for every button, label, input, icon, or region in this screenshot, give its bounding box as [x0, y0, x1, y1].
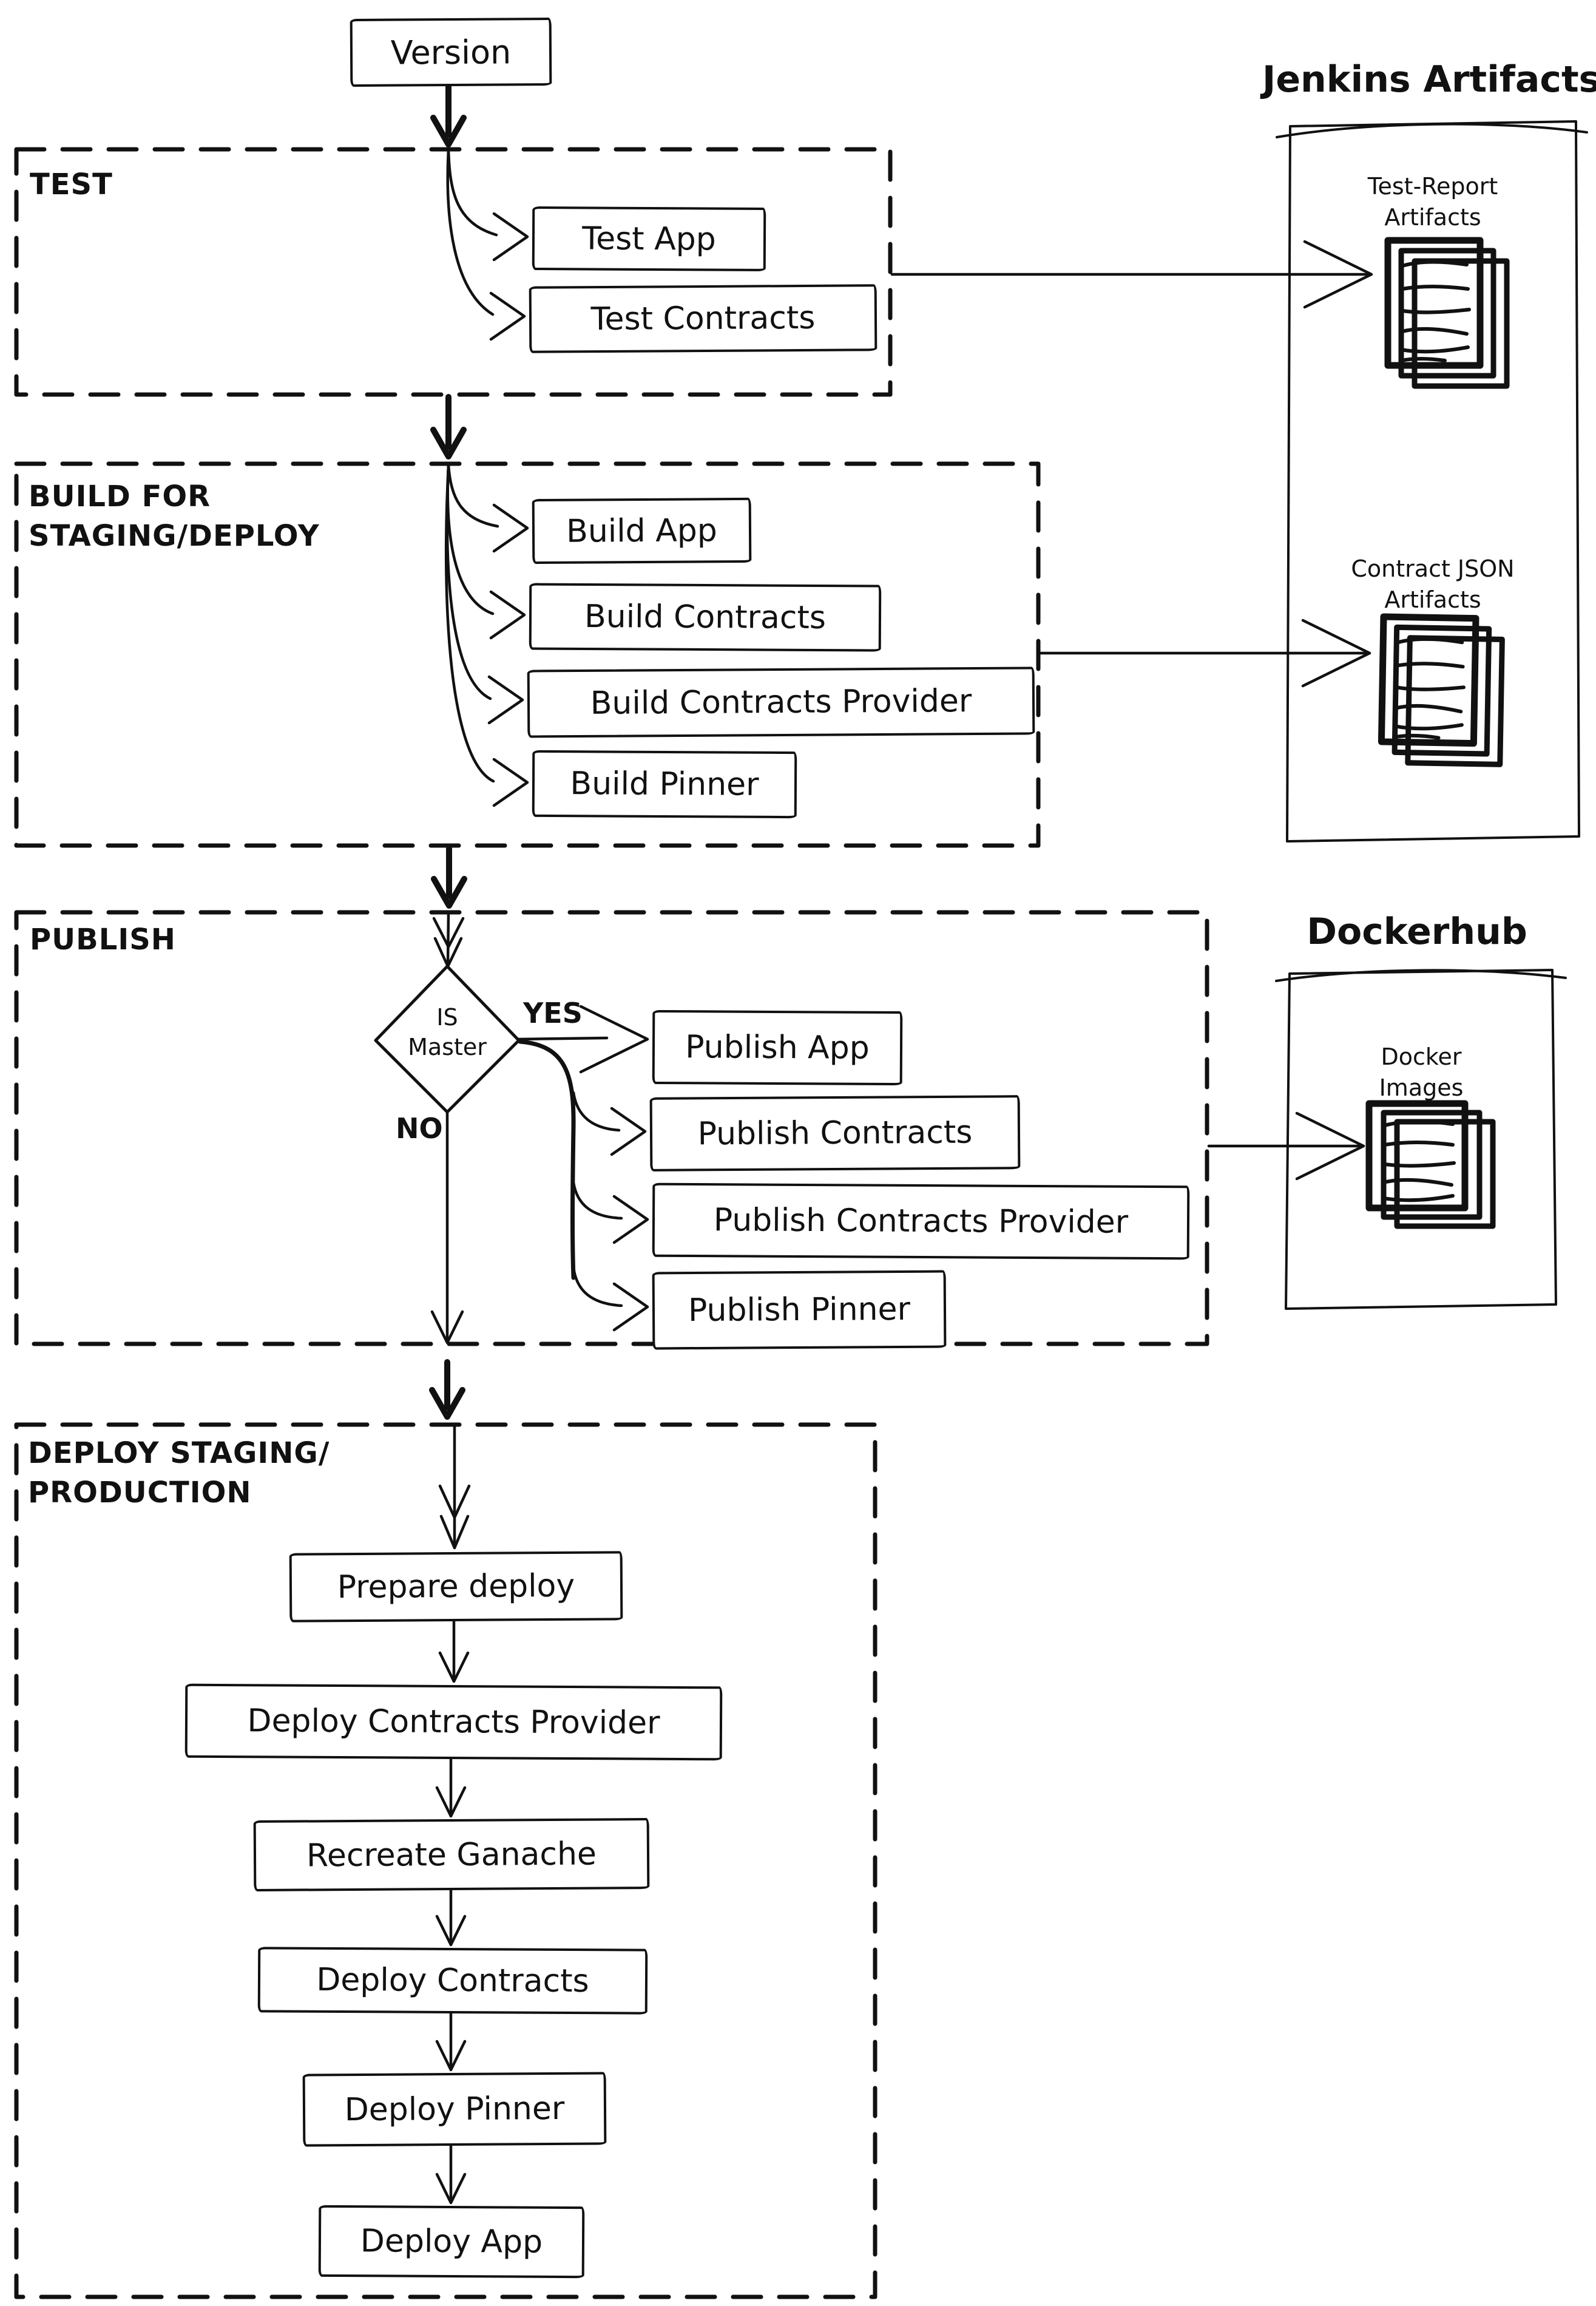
- contract-json-artifacts-label: Contract JSON Artifacts: [1311, 554, 1554, 616]
- step-publish-pinner: Publish Pinner: [652, 1270, 947, 1350]
- decision-line1: IS: [436, 1004, 458, 1031]
- docker-images-line2: Images: [1379, 1074, 1464, 1102]
- version-node: Version: [350, 17, 552, 87]
- step-build-app: Build App: [532, 497, 752, 565]
- dockerhub-title: Dockerhub: [1307, 911, 1527, 953]
- stage-label-deploy: DEPLOY STAGING/ PRODUCTION: [28, 1434, 330, 1513]
- decision-line2: Master: [408, 1034, 487, 1061]
- stage-label-build: BUILD FOR STAGING/DEPLOY: [29, 477, 320, 556]
- yes-branch-label: YES: [523, 997, 583, 1029]
- test-report-artifacts-label: Test-Report Artifacts: [1311, 171, 1554, 234]
- docker-images-documents-icon: [1369, 1104, 1493, 1226]
- jenkins-artifacts-title: Jenkins Artifacts: [1262, 58, 1596, 101]
- step-build-contracts-provider: Build Contracts Provider: [527, 666, 1035, 738]
- step-publish-app: Publish App: [652, 1009, 903, 1086]
- dockerhub-panel-border: [1275, 969, 1567, 1310]
- stage-label-deploy-line1: DEPLOY STAGING/: [28, 1436, 330, 1470]
- test-report-documents-icon: [1388, 240, 1507, 386]
- step-deploy-contracts-provider: Deploy Contracts Provider: [184, 1683, 723, 1761]
- stage-label-test: TEST: [30, 168, 113, 202]
- step-publish-contracts: Publish Contracts: [649, 1095, 1021, 1172]
- step-prepare-deploy: Prepare deploy: [289, 1551, 623, 1623]
- jenkins-panel-border: [1276, 120, 1588, 843]
- stage-label-deploy-line2: PRODUCTION: [28, 1475, 252, 1510]
- contract-json-line2: Artifacts: [1384, 586, 1481, 614]
- step-test-app: Test App: [532, 206, 766, 272]
- step-deploy-pinner: Deploy Pinner: [302, 2072, 607, 2147]
- step-deploy-contracts: Deploy Contracts: [257, 1947, 648, 2015]
- no-branch-label: NO: [396, 1112, 443, 1145]
- step-deploy-app: Deploy App: [318, 2205, 585, 2279]
- step-test-contracts: Test Contracts: [529, 284, 877, 353]
- docker-images-line1: Docker: [1381, 1043, 1462, 1070]
- contract-json-line1: Contract JSON: [1351, 555, 1515, 582]
- step-connectors: [430, 148, 1373, 2205]
- contract-json-documents-icon: [1381, 617, 1503, 764]
- stage-label-build-line2: STAGING/DEPLOY: [29, 518, 320, 553]
- step-build-contracts: Build Contracts: [529, 583, 882, 652]
- docker-images-label: Docker Images: [1300, 1042, 1543, 1104]
- stage-borders: [14, 147, 1209, 2299]
- stage-label-publish: PUBLISH: [30, 923, 176, 957]
- step-publish-contracts-provider: Publish Contracts Provider: [652, 1182, 1190, 1260]
- step-build-pinner: Build Pinner: [532, 750, 797, 819]
- test-report-line1: Test-Report: [1367, 173, 1498, 200]
- stage-label-build-line1: BUILD FOR: [29, 480, 211, 514]
- yes-trunk-curve: [518, 1039, 576, 1280]
- step-recreate-ganache: Recreate Ganache: [253, 1818, 650, 1891]
- is-master-diamond: [374, 965, 521, 1114]
- stage-flow-arrows: [429, 82, 467, 1420]
- is-master-decision-label: IS Master: [384, 1003, 511, 1076]
- test-report-line2: Artifacts: [1384, 204, 1481, 231]
